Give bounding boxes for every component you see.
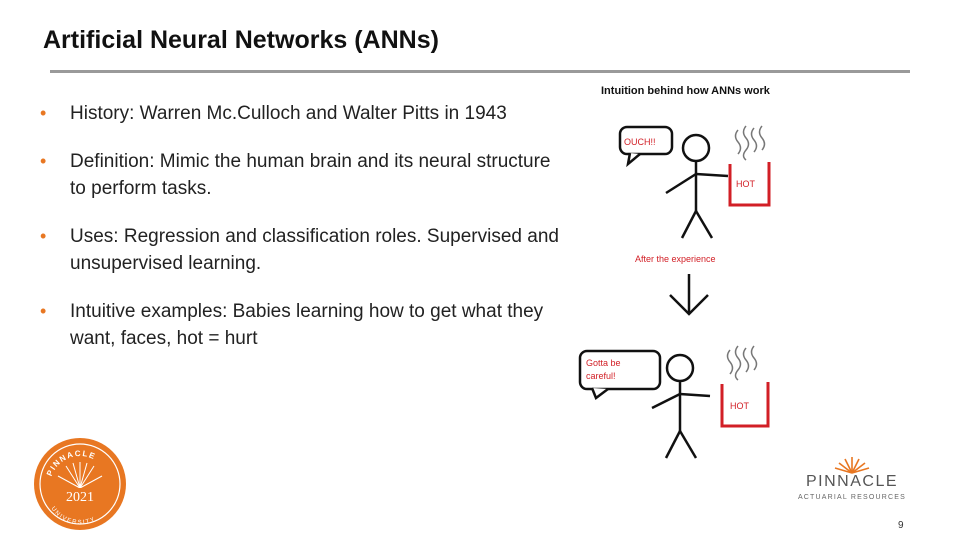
steam-icon bbox=[726, 345, 758, 381]
speech-text-careful-1: Gotta be bbox=[586, 358, 621, 368]
bullet-examples: • Intuitive examples: Babies learning ho… bbox=[40, 298, 560, 352]
title-divider bbox=[50, 70, 910, 73]
pinnacle-logo: PINNACLE ACTUARIAL RESOURCES bbox=[785, 455, 920, 505]
slide-title: Artificial Neural Networks (ANNs) bbox=[43, 26, 439, 54]
bullet-marker: • bbox=[40, 103, 47, 123]
steam-icon bbox=[734, 125, 766, 161]
logo-wordmark: PINNACLE bbox=[806, 473, 898, 490]
sunburst-icon bbox=[57, 462, 103, 489]
bullet-text: Uses: Regression and classification role… bbox=[70, 226, 559, 274]
stick-figure-1 bbox=[665, 133, 729, 239]
university-seal-logo: PINNACLE 2021 UNIVERSITY bbox=[32, 436, 128, 532]
bullet-text: Definition: Mimic the human brain and it… bbox=[70, 151, 551, 199]
bullet-marker: • bbox=[40, 226, 47, 246]
bullet-text: Intuitive examples: Babies learning how … bbox=[70, 301, 544, 349]
speech-text-ouch: OUCH!! bbox=[624, 137, 656, 147]
bullet-definition: • Definition: Mimic the human brain and … bbox=[40, 148, 560, 202]
logo-subtitle: ACTUARIAL RESOURCES bbox=[798, 494, 906, 501]
bullet-history: • History: Warren Mc.Culloch and Walter … bbox=[40, 100, 560, 127]
intuition-illustration: Intuition behind how ANNs work OUCH!! HO… bbox=[570, 78, 810, 468]
bullet-marker: • bbox=[40, 151, 47, 171]
bullet-uses: • Uses: Regression and classification ro… bbox=[40, 223, 560, 277]
speech-text-careful-2: careful! bbox=[586, 371, 616, 381]
speech-bubble-ouch: OUCH!! bbox=[618, 125, 674, 168]
speech-bubble-careful: Gotta be careful! bbox=[578, 349, 662, 400]
hot-label: HOT bbox=[730, 401, 750, 411]
transition-label: After the experience bbox=[635, 254, 716, 264]
seal-year: 2021 bbox=[66, 490, 94, 505]
hot-pot-2: HOT bbox=[720, 382, 770, 428]
stick-figure-2 bbox=[651, 353, 711, 459]
hot-pot-1: HOT bbox=[728, 162, 771, 207]
illustration-heading: Intuition behind how ANNs work bbox=[601, 85, 771, 97]
bullet-marker: • bbox=[40, 301, 47, 321]
bullet-text: History: Warren Mc.Culloch and Walter Pi… bbox=[70, 103, 507, 124]
arrow-down-icon bbox=[669, 274, 709, 316]
bullet-list: • History: Warren Mc.Culloch and Walter … bbox=[40, 100, 560, 373]
hot-label: HOT bbox=[736, 179, 756, 189]
sun-rays-icon bbox=[834, 457, 870, 474]
page-number: 9 bbox=[898, 520, 904, 531]
